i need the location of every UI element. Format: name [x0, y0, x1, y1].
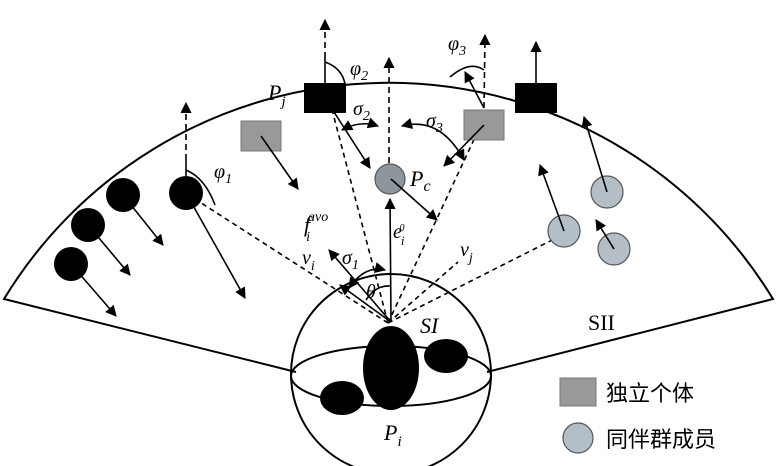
phi3-arrow-tail — [464, 71, 485, 109]
legend: 独立个体 同伴群成员 — [559, 377, 716, 454]
label-pj: Pj — [267, 80, 286, 110]
label-si: SI — [420, 313, 440, 338]
neighbor-blob-left — [320, 381, 364, 415]
neighbor-blob-right — [424, 339, 468, 373]
legend-independent-label: 独立个体 — [606, 382, 694, 407]
label-sii: SII — [588, 310, 615, 335]
label-pc: Pc — [409, 166, 431, 195]
legend-group-label: 同伴群成员 — [606, 428, 716, 453]
label-phi3: φ3 — [448, 33, 466, 59]
label-phi1: φ1 — [214, 161, 232, 187]
label-sigma2: σ2 — [353, 98, 370, 124]
label-phi2: φ2 — [350, 58, 368, 84]
label-theta: θ — [366, 281, 376, 303]
heading-lines — [180, 18, 491, 163]
label-sigma3: σ3 — [426, 110, 443, 136]
label-vj: vj — [460, 239, 473, 266]
legend-independent-swatch — [559, 377, 597, 407]
label-sigma1: σ1 — [342, 247, 359, 273]
black-agents — [54, 176, 203, 281]
angle-arcs — [185, 61, 485, 301]
label-pi: Pi — [383, 420, 402, 450]
motion-arrows — [70, 40, 615, 323]
label-e: ei0 — [393, 221, 405, 248]
agent-pi-body — [363, 326, 419, 410]
group-center-pc — [374, 163, 406, 195]
legend-group-swatch — [562, 422, 594, 454]
label-vi: vi — [302, 247, 315, 274]
